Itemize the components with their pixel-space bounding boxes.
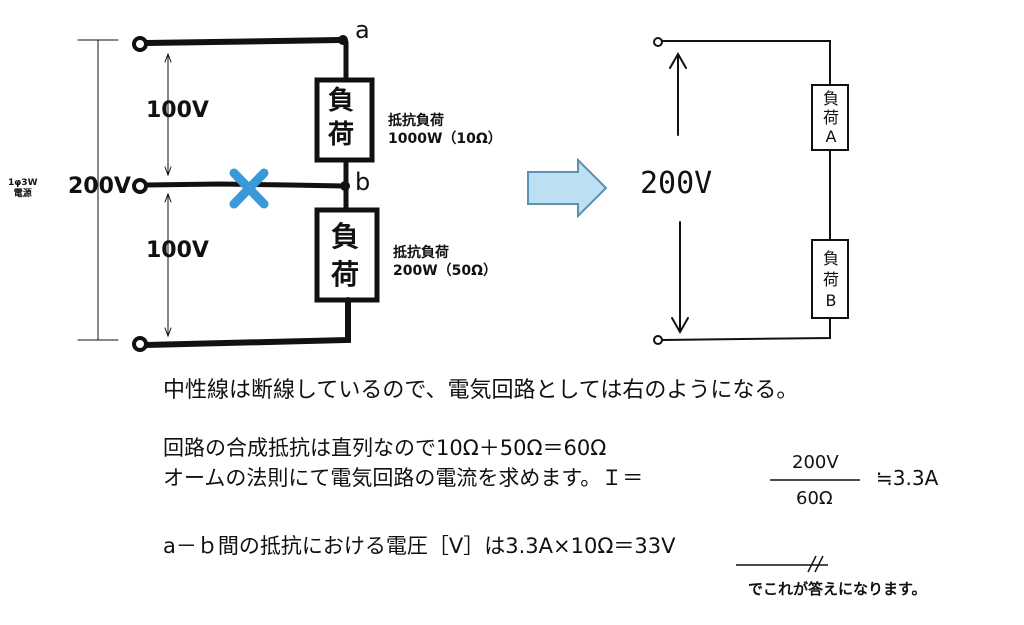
- node-a-dot: [338, 35, 348, 45]
- load-lower-glyphs: 負 荷: [331, 218, 359, 294]
- voltage-upper-label: 100V: [146, 98, 209, 123]
- load-upper-value: 1000W（10Ω）: [388, 131, 502, 147]
- load-upper-glyph-2: 荷: [328, 120, 355, 150]
- fraction-denominator: 60Ω: [796, 488, 833, 509]
- node-b-label: b: [355, 168, 371, 196]
- right-circuit: [653, 37, 849, 345]
- conclusion-text: でこれが答えになります。: [748, 580, 927, 598]
- arrowhead-lower-bottom: [164, 327, 172, 338]
- r-arrow-down: [671, 221, 689, 335]
- r-wire-bottom: [661, 317, 831, 341]
- load-lower-name: 抵抗負荷: [393, 245, 449, 261]
- explanation-line3: オームの法則にて電気回路の電流を求めます。Ｉ＝: [163, 466, 644, 490]
- arrowhead-upper-bottom: [164, 166, 172, 177]
- wire-top: [143, 37, 343, 46]
- right-load-b-glyphs: 負 荷 B: [820, 248, 842, 311]
- r-arrow-up: [669, 51, 687, 136]
- arrowhead-upper-top: [164, 52, 172, 63]
- right-load-a-glyph-1: 負: [822, 89, 839, 108]
- transform-arrow: [527, 157, 608, 219]
- voltage-total-label: 200V: [68, 174, 131, 199]
- r-terminal-bottom: [653, 335, 663, 345]
- approx-result: ≒3.3A: [876, 466, 939, 490]
- load-lower-glyph-1: 負: [331, 220, 360, 253]
- right-load-b-glyph-3: B: [825, 291, 837, 310]
- explanation-line1: 中性線は断線しているので、電気回路としては右のようになる。: [163, 378, 799, 403]
- load-lower-glyph-2: 荷: [331, 258, 360, 291]
- terminal-bottom: [132, 336, 148, 352]
- left-circuit: [77, 35, 380, 352]
- right-load-a-glyphs: 負 荷 A: [820, 89, 842, 146]
- source-label: 1φ3W 電源: [8, 178, 38, 200]
- node-a-label: a: [355, 16, 370, 44]
- right-load-a-glyph-2: 荷: [822, 108, 839, 127]
- explanation-line2: 回路の合成抵抗は直列なので10Ω＋50Ω＝60Ω: [163, 436, 607, 460]
- r-wire-top: [661, 40, 831, 86]
- load-lower-desc: 抵抗負荷 200W（50Ω）: [393, 244, 497, 280]
- neutral-break-mark: [229, 168, 269, 209]
- fraction-numerator: 200V: [792, 452, 839, 473]
- right-load-a-glyph-3: A: [825, 127, 837, 146]
- right-voltage-label: 200V: [640, 166, 713, 201]
- right-load-b-glyph-2: 荷: [822, 270, 839, 289]
- arrowhead-lower-top: [164, 192, 172, 203]
- load-upper-glyph-1: 負: [328, 86, 355, 116]
- wire-load2-bottom: [143, 297, 351, 348]
- right-load-b-glyph-1: 負: [822, 249, 839, 268]
- load-upper-glyphs: 負 荷: [328, 84, 354, 152]
- terminal-top: [132, 36, 148, 52]
- r-terminal-top: [653, 37, 663, 47]
- source-line1: 1φ3W: [8, 178, 38, 188]
- source-line2: 電源: [13, 189, 32, 199]
- load-upper-name: 抵抗負荷: [388, 113, 444, 129]
- node-b-dot: [340, 181, 350, 191]
- answer-underline: [736, 555, 828, 573]
- load-lower-value: 200W（50Ω）: [393, 263, 498, 279]
- voltage-lower-label: 100V: [146, 238, 209, 263]
- measure-200v: [77, 39, 119, 341]
- load-upper-desc: 抵抗負荷 1000W（10Ω）: [388, 112, 502, 148]
- terminal-mid: [132, 178, 148, 194]
- explanation-line4: a－ｂ間の抵抗における電圧［V］は3.3A×10Ω＝33V: [163, 534, 676, 558]
